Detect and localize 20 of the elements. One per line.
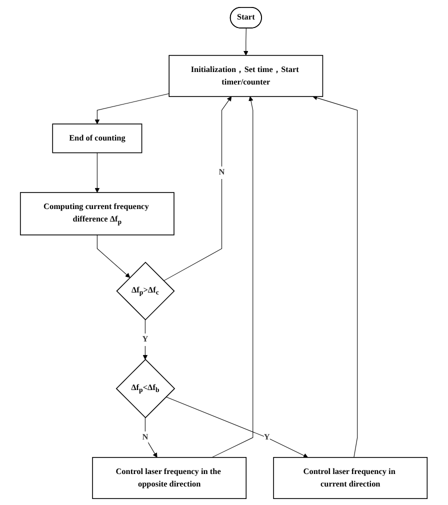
node-box: Control laser frequency in current direction xyxy=(273,456,428,498)
arrow xyxy=(145,416,158,458)
arrow xyxy=(244,27,249,56)
arrow xyxy=(95,152,100,192)
node-box: Computing current frequency difference Δf$_{p}$ xyxy=(20,192,175,235)
arrow xyxy=(166,396,308,458)
edge-label: N xyxy=(142,432,148,442)
arrow xyxy=(212,96,254,458)
arrow xyxy=(95,92,170,124)
arrow xyxy=(97,234,130,278)
edge-label: Y xyxy=(264,432,270,442)
node-diamond: Δf$_{p}$<Δf$_{b}$ xyxy=(116,358,176,418)
node-diamond: Δf$_{p}$>Δf$_{c}$ xyxy=(116,261,175,320)
edge-label: N xyxy=(219,168,225,176)
node-box: Control laser frequency in the opposite direction xyxy=(92,456,247,498)
arrow xyxy=(164,96,232,281)
edge-label: Y xyxy=(142,334,148,344)
arrow xyxy=(312,95,358,458)
node-box: Initialization，Set time，Start timer/counter xyxy=(168,54,324,96)
node-box: End of counting xyxy=(52,123,142,153)
